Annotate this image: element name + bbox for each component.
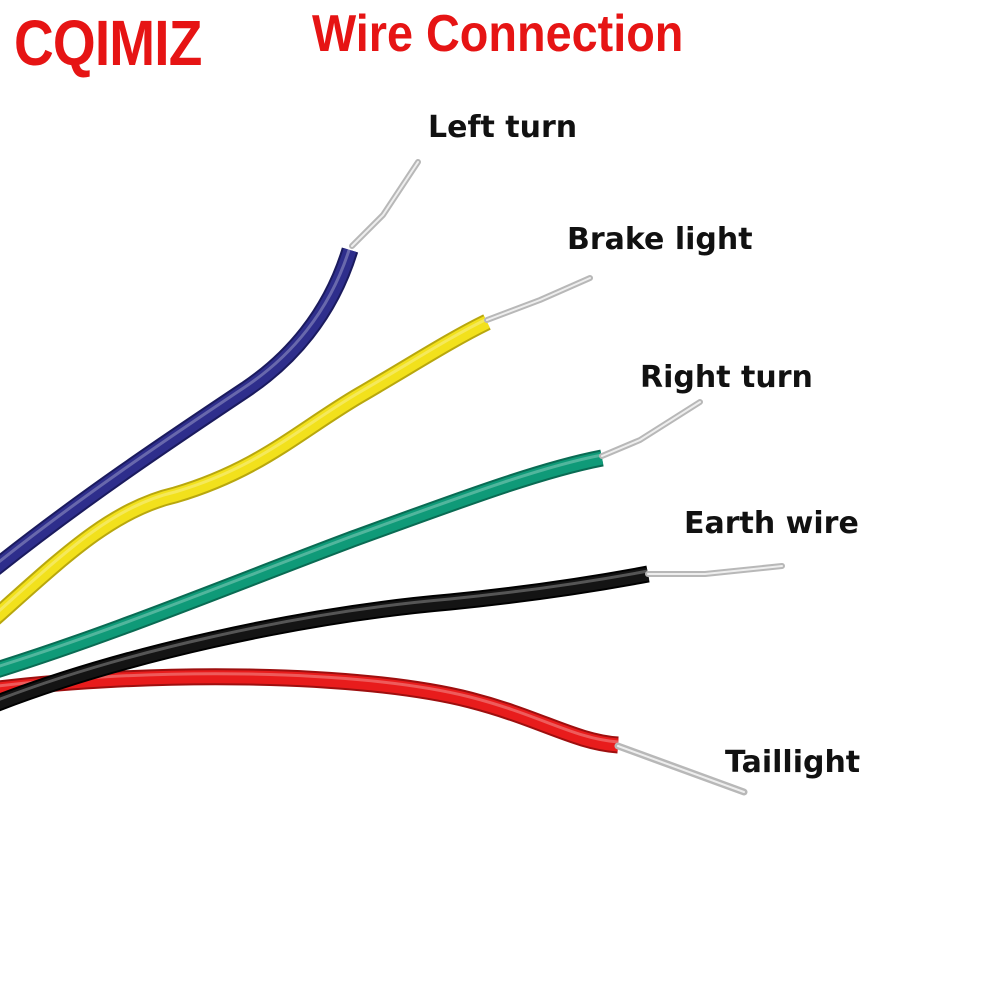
wire-earth-wire-insulation	[0, 567, 650, 710]
wire-taillight-highlight	[0, 672, 619, 744]
label-earth-wire: Earth wire	[684, 506, 859, 541]
wire-brake-light-strand-shine	[486, 277, 591, 321]
wire-left-turn-conductor	[349, 159, 421, 249]
wire-earth-wire-highlight	[0, 569, 649, 701]
wire-right-turn-strand-shine	[601, 401, 701, 457]
wire-right-turn-conductor	[599, 399, 703, 459]
wire-brake-light-insulation	[0, 316, 490, 622]
wire-left-turn-highlight	[0, 246, 352, 563]
label-brake-light: Brake light	[567, 222, 753, 257]
label-left-turn: Left turn	[428, 110, 578, 145]
wire-taillight-strand-shine	[617, 745, 745, 793]
brand-logo-text: CQIMIZ	[14, 7, 202, 79]
wire-taillight-insulation	[0, 670, 619, 752]
wire-left-turn	[0, 159, 421, 575]
wire-brake-light	[0, 275, 593, 625]
wire-left-turn-strand-shine	[351, 161, 419, 247]
wire-brake-light-highlight	[0, 317, 488, 613]
wire-taillight	[0, 668, 748, 796]
label-right-turn: Right turn	[640, 360, 813, 395]
wire-right-turn-insulation	[0, 451, 604, 676]
wire-right-turn-highlight	[0, 453, 603, 668]
page-title: Wire Connection	[312, 5, 684, 63]
wire-left-turn-insulation	[0, 248, 357, 573]
wire-right-turn	[0, 399, 703, 678]
label-taillight: Taillight	[725, 745, 861, 780]
wire-earth-wire-strand-shine	[647, 565, 783, 575]
wire-earth-wire	[0, 563, 785, 712]
